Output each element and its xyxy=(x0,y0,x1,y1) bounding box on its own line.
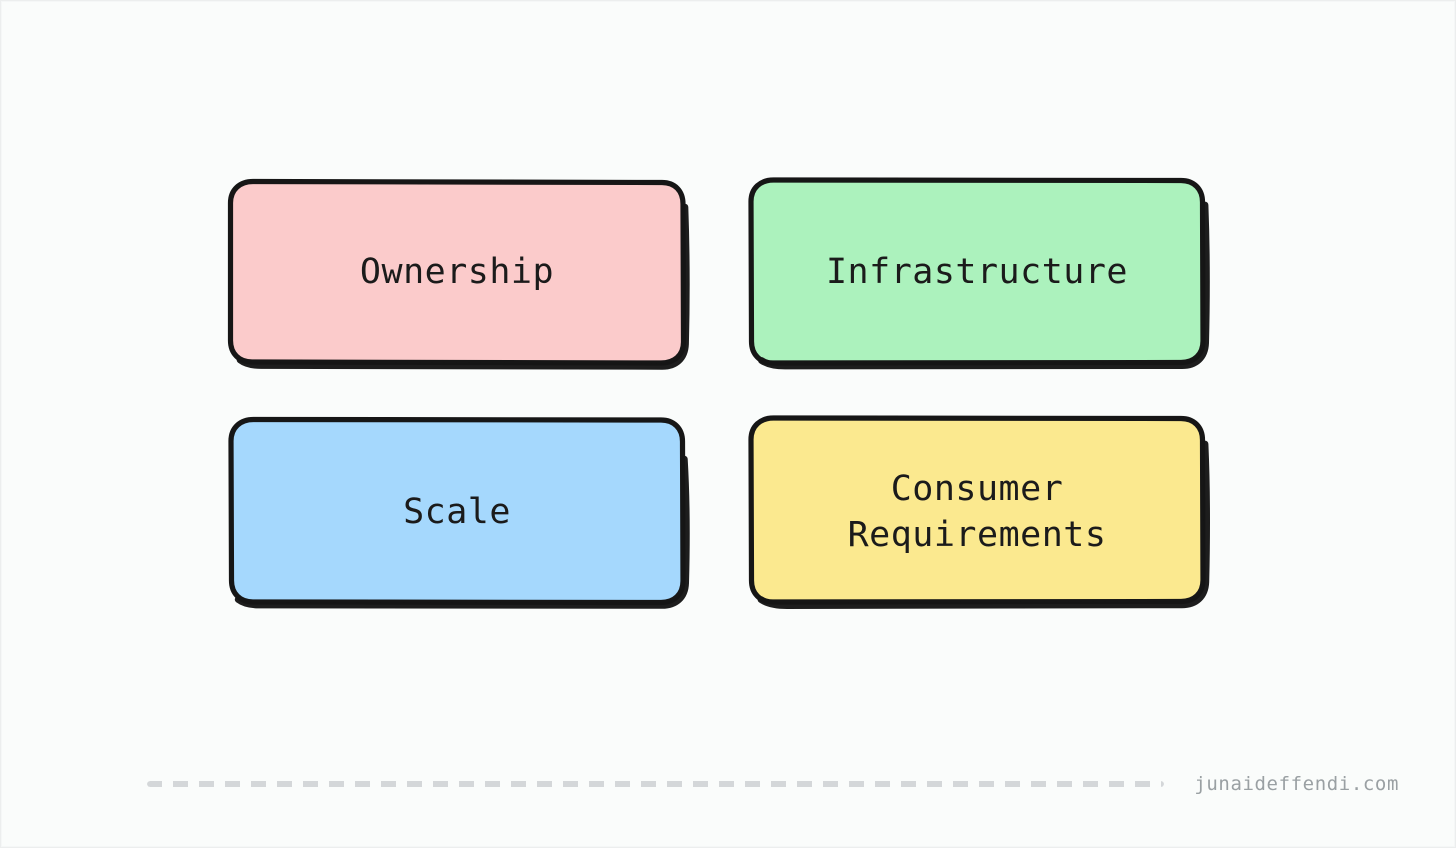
concept-box-consumer-requirements[interactable]: Consumer Requirements xyxy=(741,411,1213,613)
concept-box-ownership[interactable]: Ownership xyxy=(221,171,693,373)
concept-box-label: Consumer Requirements xyxy=(847,469,1107,555)
concept-box-scale[interactable]: Scale xyxy=(221,411,693,613)
concept-box-infrastructure[interactable]: Infrastructure xyxy=(741,171,1213,373)
footer-site-credit: junaideffendi.com xyxy=(1194,773,1399,795)
concept-box-label: Infrastructure xyxy=(825,252,1128,292)
concept-box-grid: Ownership Infrastructure Scale xyxy=(221,171,1213,615)
concept-box-label: Ownership xyxy=(359,252,555,292)
concept-box-label: Scale xyxy=(403,492,511,532)
footer-dashed-rule xyxy=(147,781,1165,787)
footer: junaideffendi.com xyxy=(1,769,1455,799)
